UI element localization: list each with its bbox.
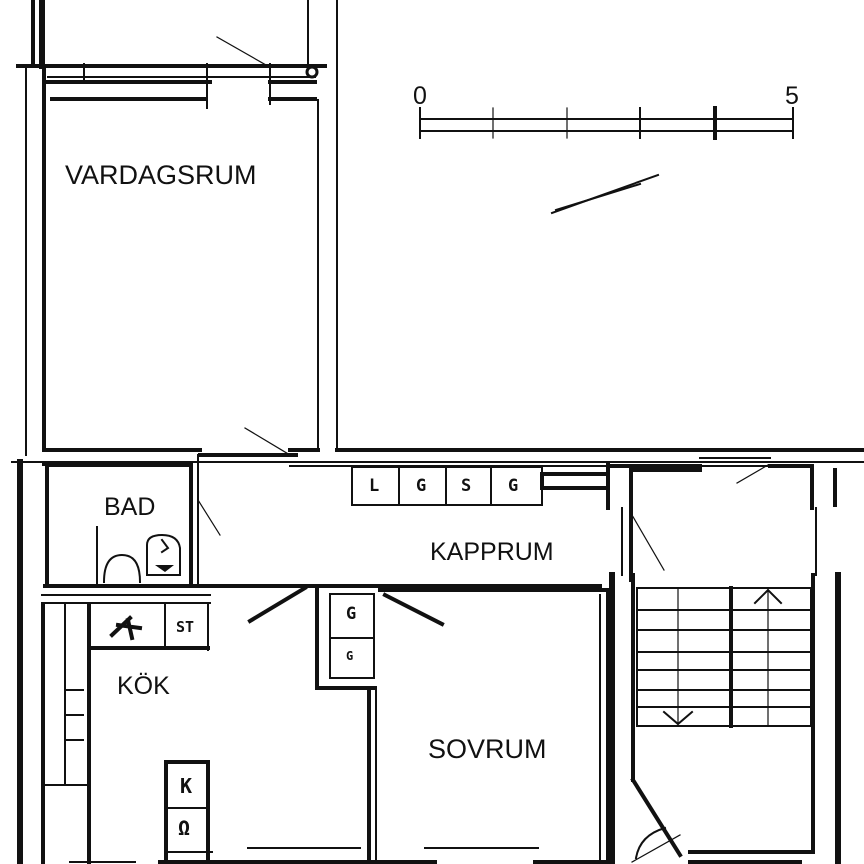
closet-label-s: S bbox=[461, 476, 472, 496]
hall-closet bbox=[247, 585, 445, 864]
hall-closet-label-g2: G bbox=[346, 649, 354, 663]
kapprum-closets bbox=[351, 463, 610, 510]
living-room-walls bbox=[25, 64, 864, 456]
north-arrow-mark bbox=[550, 173, 660, 215]
kitchen-walls bbox=[41, 603, 377, 864]
top-facade bbox=[16, 0, 338, 121]
sink-icon bbox=[109, 615, 143, 641]
room-label-sovrum: SOVRUM bbox=[428, 734, 547, 764]
bedroom-walls bbox=[374, 588, 612, 864]
scale-start-label: 0 bbox=[413, 82, 427, 110]
room-label-kapprum: KAPPRUM bbox=[430, 538, 554, 566]
entrance-hall-walls bbox=[610, 457, 837, 582]
hall-closet-label-g: G bbox=[346, 604, 357, 624]
closet-label-g: G bbox=[416, 476, 427, 496]
room-label-vardagsrum: VARDAGSRUM bbox=[65, 160, 257, 190]
counter-label-st: ST bbox=[176, 618, 195, 636]
closet-label-g2: G bbox=[508, 476, 519, 496]
closet-label-l: L bbox=[369, 476, 380, 496]
bathroom-walls bbox=[17, 454, 602, 864]
stair-down-arrow-icon bbox=[662, 710, 694, 726]
freezer-label-omega: Ω bbox=[178, 816, 191, 840]
room-label-kok: KÖK bbox=[117, 672, 170, 700]
stairwell bbox=[609, 572, 841, 864]
scale-end-label: 5 bbox=[785, 82, 799, 110]
room-label-bad: BAD bbox=[104, 493, 156, 521]
stair-up-arrow-icon bbox=[753, 588, 783, 605]
scale-bar bbox=[419, 106, 794, 140]
fridge-label-k: K bbox=[180, 774, 193, 798]
